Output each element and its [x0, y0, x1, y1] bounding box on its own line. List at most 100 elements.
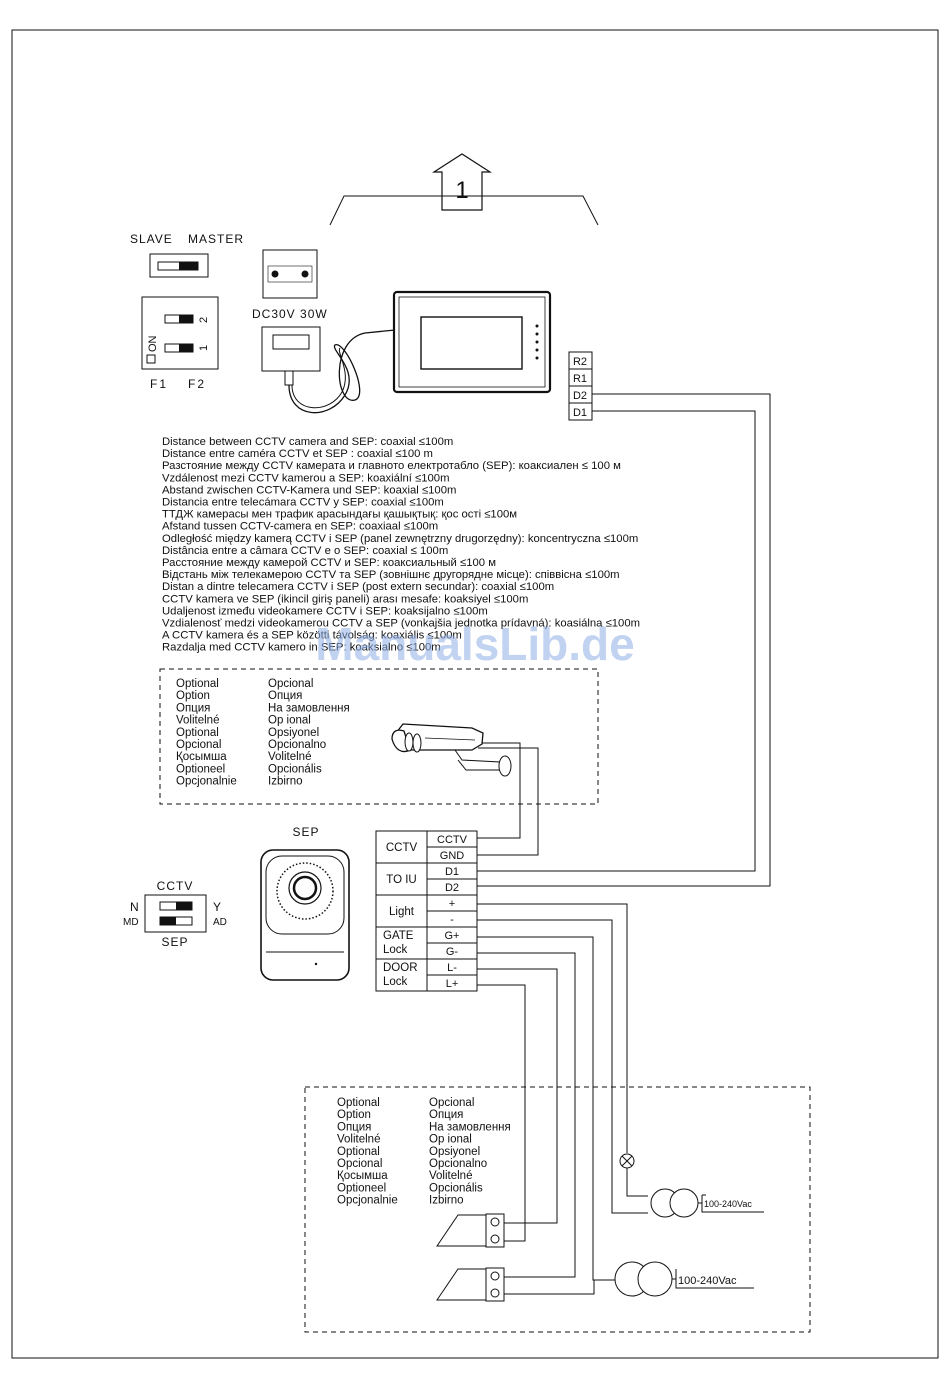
optional-label: Izbirno: [429, 1195, 464, 1207]
distance-line: Distan a dintre telecamera CCTV i SEP (p…: [162, 581, 554, 593]
distance-line: Abstand zwischen CCTV-Kamera und SEP: ko…: [162, 484, 456, 496]
optional-camera-labels-col1: OptionalOptionОпцияVolitelnéOptionalOpci…: [176, 678, 237, 788]
distance-line: CCTV kamera ve SEP (ikincil giriş paneli…: [162, 593, 528, 605]
optional-label: Опция: [429, 1109, 463, 1121]
optional-label: Опция: [337, 1121, 371, 1133]
slave-label: SLAVE: [130, 232, 173, 246]
dip-2-label: 2: [198, 317, 210, 323]
terminal-r1: R1: [573, 373, 587, 385]
lock-wiring: [477, 903, 648, 1295]
distance-line: Відстань між телекамерою CCTV та SEP (зо…: [162, 569, 620, 581]
optional-label: Opcjonalnie: [176, 776, 237, 788]
sep-switch-top-label: CCTV: [157, 879, 194, 893]
optional-label: Opcionalno: [429, 1158, 487, 1170]
f2-label: F2: [188, 377, 206, 391]
watermark: ManualsLib.de: [315, 618, 634, 670]
optional-label: Опция: [268, 690, 302, 702]
optional-label: Қосымша: [337, 1170, 388, 1182]
terminal-r2: R2: [573, 356, 587, 368]
dip-on-label: ON: [147, 335, 159, 352]
optional-label: Op ional: [268, 715, 311, 727]
transformer-2-label: 100-240Vac: [678, 1275, 737, 1287]
optional-label: Opsiyonel: [429, 1146, 480, 1158]
sep-switch-bottom-label: SEP: [161, 935, 188, 949]
optional-label: Izbirno: [268, 776, 303, 788]
power-adapter: DC30V 30W: [252, 307, 396, 414]
terminal-pin-label: D2: [445, 882, 459, 894]
optional-lock-labels-col1: OptionalOptionОпцияVolitelnéOptionalOpci…: [337, 1097, 398, 1207]
dip-switch-f1-f2: 2 1 ON F1 F2: [141, 296, 219, 391]
optional-label: Opcionalno: [268, 739, 326, 751]
optional-label: На замовлення: [268, 702, 350, 714]
terminal-pin-label: +: [449, 898, 455, 910]
distance-line: A CCTV kamera és a SEP közötti távolság:…: [162, 630, 462, 642]
terminal-pin-label: G+: [445, 930, 460, 942]
terminal-pin-label: CCTV: [437, 834, 468, 846]
terminal-d2: D2: [573, 390, 587, 402]
transformer-2: 100-240Vac: [614, 1261, 754, 1297]
optional-label: Optional: [337, 1146, 380, 1158]
cctv-camera: [391, 723, 539, 856]
master-label: MASTER: [188, 232, 244, 246]
wire-d1: [477, 410, 756, 872]
terminal-pin-label: G-: [446, 946, 459, 958]
distance-text-block: Distance between CCTV camera and SEP: co…: [162, 436, 640, 654]
distance-line: Distance entre caméra CCTV et SEP : coax…: [162, 448, 433, 460]
terminal-group-cell: [375, 894, 428, 928]
terminal-pin-label: -: [450, 914, 454, 926]
transformer-1: 100-240Vac: [650, 1188, 764, 1218]
optional-label: Optional: [176, 727, 219, 739]
sep-cctv-switch: CCTV N MD Y AD SEP: [123, 879, 227, 949]
optional-camera-box: [159, 668, 599, 805]
optional-label: Option: [337, 1109, 371, 1121]
optional-label: Volitelné: [429, 1170, 472, 1182]
sep-switch-n: N: [130, 900, 139, 914]
power-socket: [262, 249, 318, 299]
distance-line: Odległość między kamerą CCTV i SEP (pane…: [162, 533, 638, 545]
optional-label: Opcional: [337, 1158, 382, 1170]
optional-label: Қосымша: [176, 751, 227, 763]
f1-label: F1: [150, 377, 168, 391]
sep-switch-ad: AD: [213, 917, 227, 928]
dip-1-label: 1: [198, 345, 210, 351]
distance-line: Расстояние между камерой CCTV и SEP: коа…: [162, 557, 496, 569]
optional-label: Opsiyonel: [268, 727, 319, 739]
distance-line: Vzdialenosť medzi videokamerou CCTV a SE…: [162, 618, 640, 630]
sep-outdoor-panel: SEP: [260, 825, 350, 981]
optional-label: Opcionális: [429, 1182, 483, 1194]
optional-label: На замовлення: [429, 1121, 511, 1133]
optional-label: Opcional: [176, 739, 221, 751]
terminal-pin-label: D1: [445, 866, 459, 878]
terminal-group-cell: [375, 862, 428, 896]
indoor-monitor: [392, 290, 552, 394]
power-label: DC30V 30W: [252, 307, 328, 321]
terminal-group-cell: [375, 958, 428, 992]
terminal-group-label: TO IU: [386, 874, 416, 886]
optional-label: Op ional: [429, 1134, 472, 1146]
optional-label: Optioneel: [176, 763, 225, 775]
sep-title: SEP: [292, 825, 319, 839]
terminal-group-cell: [375, 830, 428, 864]
distance-line: Razdalja med CCTV kamero in SEP: koaksia…: [162, 642, 441, 654]
sep-switch-y: Y: [213, 900, 221, 914]
distance-line: Distance between CCTV camera and SEP: co…: [162, 436, 453, 448]
distance-line: Afstand tussen CCTV-camera en SEP: coaxi…: [162, 521, 438, 533]
terminal-pin-cell: [426, 974, 478, 992]
optional-label: Option: [176, 690, 210, 702]
terminal-d1: D1: [573, 407, 587, 419]
distance-line: Udaljenost između videokamere CCTV i SEP…: [162, 605, 488, 617]
distance-line: Vzdálenost mezi CCTV kamerou a SEP: koax…: [162, 472, 450, 484]
terminal-pin-label: L-: [447, 962, 457, 974]
sep-switch-md: MD: [123, 917, 139, 928]
optional-label: Optional: [337, 1097, 380, 1109]
terminal-pin-label: L+: [446, 978, 459, 990]
section-number: 1: [455, 177, 468, 204]
optional-label: Volitelné: [337, 1134, 380, 1146]
optional-label: Opcionális: [268, 763, 322, 775]
wire-d2: [477, 393, 771, 887]
